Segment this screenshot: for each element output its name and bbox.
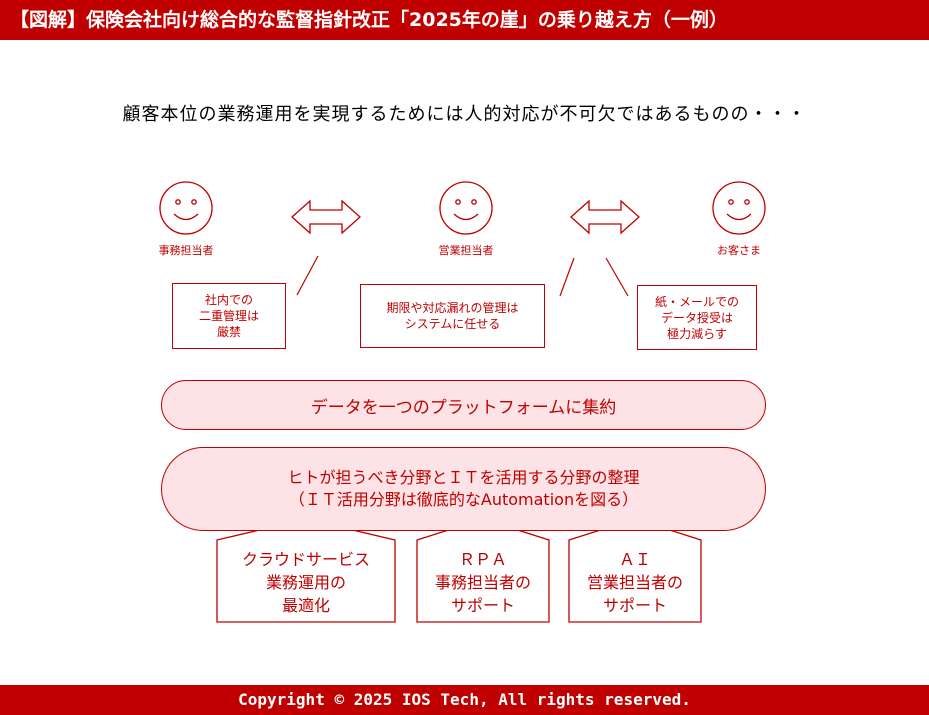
division-text: ヒトが担うべき分野とＩＴを活用する分野の整理 （ＩＴ活用分野は徹底的なAutom… (287, 468, 640, 509)
copyright-text: Copyright © 2025 IOS Tech, All rights re… (238, 690, 691, 709)
double-arrow-icon (570, 199, 640, 235)
platform-banner: データを一つのプラットフォームに集約 (161, 380, 766, 430)
platform-text: データを一つのプラットフォームに集約 (310, 397, 617, 418)
header-banner: 【図解】保険会社向け総合的な監督指針改正「2025年の崖」の乗り越え方（一例） (0, 0, 929, 40)
smiley-face-icon (439, 181, 493, 235)
lead-sentence: 顧客本位の業務運用を実現するためには人的対応が不可欠ではあるものの・・・ (122, 104, 807, 125)
note-text: 紙・メールでの データ授受は 極力減らす (654, 294, 739, 341)
callout-line (296, 255, 319, 296)
note-text: 期限や対応漏れの管理は システムに任せる (386, 301, 519, 331)
note-system-management: 期限や対応漏れの管理は システムに任せる (360, 284, 545, 348)
role-label-customer: お客さま (717, 244, 761, 257)
callout-line (605, 257, 629, 297)
note-internal-management: 社内での 二重管理は 厳禁 (172, 283, 286, 349)
double-arrow-icon (291, 199, 361, 235)
note-paper-reduction: 紙・メールでの データ授受は 極力減らす (637, 285, 757, 350)
division-banner: ヒトが担うべき分野とＩＴを活用する分野の整理 （ＩＴ活用分野は徹底的なAutom… (161, 447, 766, 531)
callout-line (559, 257, 575, 297)
pillar-label-cloud: クラウドサービス 業務運用の 最適化 (241, 550, 370, 615)
pillar-label-rpa: ＲＰＡ 事務担当者の サポート (434, 550, 531, 615)
note-text: 社内での 二重管理は 厳禁 (198, 293, 259, 339)
page-title: 【図解】保険会社向け総合的な監督指針改正「2025年の崖」の乗り越え方（一例） (10, 9, 728, 31)
role-label-sales: 営業担当者 (438, 244, 494, 257)
pillar-label-ai: ＡＩ 営業担当者の サポート (586, 550, 683, 615)
role-label-staff: 事務担当者 (158, 244, 214, 257)
smiley-face-icon (159, 181, 213, 235)
footer-bar: Copyright © 2025 IOS Tech, All rights re… (0, 685, 929, 715)
smiley-face-icon (712, 181, 766, 235)
